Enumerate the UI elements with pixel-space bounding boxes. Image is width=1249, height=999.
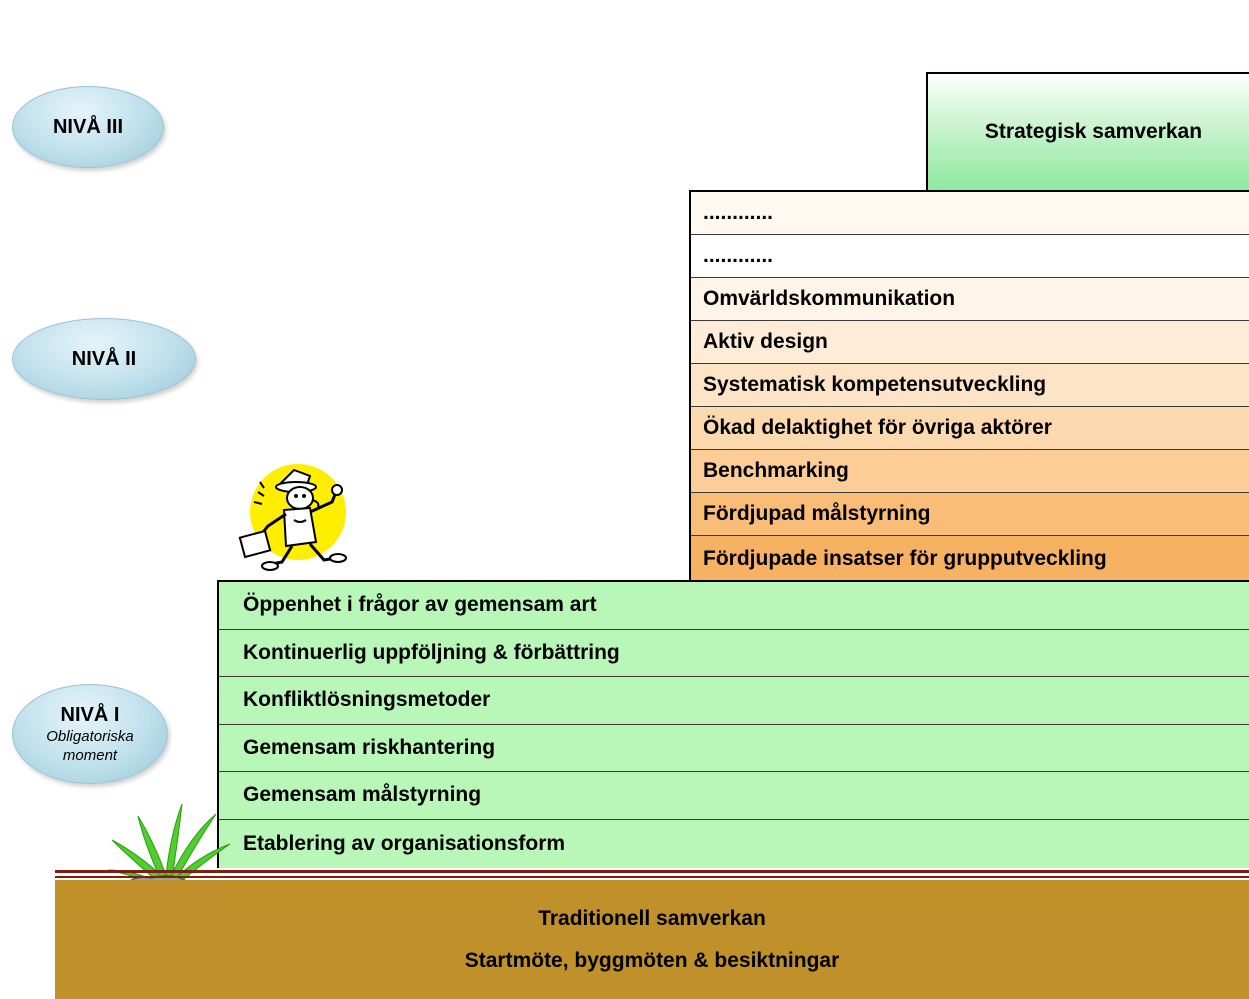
level-2-oval: NIVÅ II (12, 318, 196, 400)
level-1-oval: NIVÅ I Obligatoriska moment (12, 684, 168, 784)
level-2-item: Fördjupad målstyrning (691, 493, 1249, 536)
level-2-item: Omvärldskommunikation (691, 278, 1249, 321)
running-man-icon (238, 464, 347, 571)
level-1-sublabel-2: moment (62, 746, 118, 764)
level-2-item: Systematisk kompetensutveckling (691, 364, 1249, 407)
level-2-item: Benchmarking (691, 450, 1249, 493)
level-3-box: Strategisk samverkan (926, 72, 1249, 190)
level-1-item: Gemensam målstyrning (219, 772, 1249, 820)
level-1-sublabel-1: Obligatoriska (46, 727, 134, 745)
level-1-label: NIVÅ I (60, 703, 120, 726)
level-3-label: NIVÅ III (52, 115, 123, 138)
level-3-box-label: Strategisk samverkan (984, 120, 1203, 143)
level-1-item: Kontinuerlig uppföljning & förbättring (219, 630, 1249, 677)
level-1-item: Öppenhet i frågor av gemensam art (219, 582, 1249, 630)
ground-line-bottom (55, 876, 1249, 878)
level-1-item: Konfliktlösningsmetoder (219, 677, 1249, 725)
level-2-item: Aktiv design (691, 321, 1249, 364)
level-2-item: Fördjupade insatser för grupputveckling (691, 536, 1249, 581)
level-2-item: Ökad delaktighet för övriga aktörer (691, 407, 1249, 450)
level-2-item: ............ (691, 192, 1249, 235)
ground-line-top (55, 870, 1249, 873)
level-1-item: Gemensam riskhantering (219, 725, 1249, 772)
ground-title: Traditionell samverkan (538, 906, 766, 930)
level-1-stack: Öppenhet i frågor av gemensam art Kontin… (217, 580, 1249, 868)
level-1-item: Etablering av organisationsform (243, 832, 566, 855)
level-3-oval: NIVÅ III (12, 86, 164, 168)
ground-subtitle: Startmöte, byggmöten & besiktningar (464, 948, 840, 972)
level-2-item: ............ (691, 235, 1249, 278)
ground-base: Traditionell samverkan Startmöte, byggmö… (55, 880, 1249, 999)
level-2-label: NIVÅ II (71, 347, 137, 370)
level-2-stack: ............ ............ Omvärldskommun… (689, 190, 1249, 581)
